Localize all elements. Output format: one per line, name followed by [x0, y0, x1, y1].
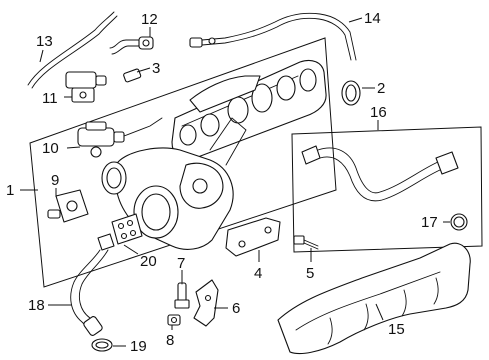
hose-connector-12	[109, 36, 154, 55]
clamp-bracket-6	[193, 279, 219, 327]
exhaust-manifold	[171, 59, 327, 161]
wastegate-9	[47, 189, 89, 223]
callout-12: 12	[141, 11, 158, 28]
coolant-pipe-16	[301, 145, 459, 202]
callout-14: 14	[364, 10, 381, 27]
turbo-assembly-box	[29, 37, 337, 288]
heat-shield-15	[277, 242, 471, 355]
callout-10: 10	[42, 140, 59, 157]
fitting-8	[167, 314, 181, 326]
bolt-5	[293, 235, 319, 250]
callout-5: 5	[306, 265, 314, 282]
actuator-10	[77, 117, 163, 158]
o-ring-17	[450, 213, 468, 231]
callout-16: 16	[370, 104, 387, 121]
callout-15: 15	[388, 321, 405, 338]
callout-18: 18	[28, 297, 45, 314]
callout-1: 1	[6, 182, 14, 199]
callout-7: 7	[177, 255, 185, 272]
callout-4: 4	[254, 265, 262, 282]
return-pipe-18	[70, 233, 115, 336]
callout-3: 3	[152, 60, 160, 77]
seal-ring-19	[91, 338, 113, 352]
callout-20: 20	[140, 253, 157, 270]
turbocharger-body	[101, 117, 247, 250]
callout-9: 9	[51, 172, 59, 189]
solenoid-valve-11	[65, 71, 107, 103]
callout-labels: 1 2 3 4 5 6 7 8 9 10 11 12 13 14 15 16 1…	[6, 10, 438, 355]
pipe-inset-box	[291, 126, 483, 253]
oil-line-14	[189, 12, 357, 61]
gasket-20	[111, 213, 143, 245]
callout-6: 6	[232, 300, 240, 317]
leader-lines	[20, 17, 450, 347]
bracket-4	[225, 217, 281, 257]
callout-8: 8	[166, 332, 174, 349]
callout-11: 11	[42, 90, 58, 107]
gasket-ring-2	[341, 80, 361, 106]
sleeve-3	[123, 68, 142, 83]
vacuum-hose-13	[27, 11, 118, 89]
callout-2: 2	[377, 80, 385, 97]
callout-13: 13	[36, 33, 53, 50]
callout-17: 17	[421, 214, 438, 231]
callout-19: 19	[130, 338, 147, 355]
